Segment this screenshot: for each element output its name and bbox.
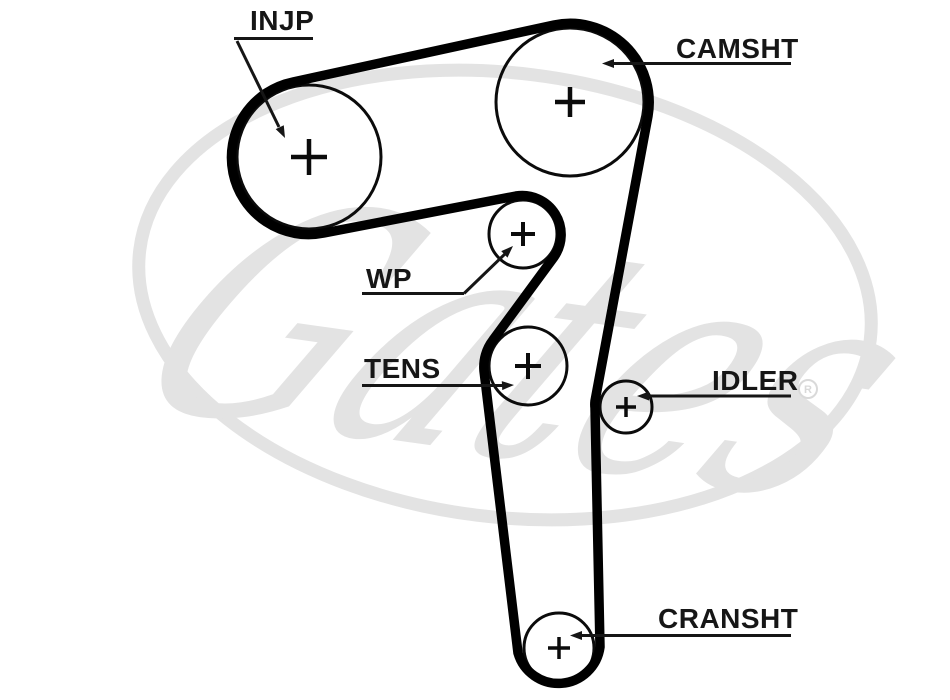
pulley-tens-circle — [487, 325, 569, 407]
pulley-camsht — [494, 26, 646, 178]
gates-watermark: Gates R — [75, 63, 950, 566]
label-camsht: CAMSHT — [602, 33, 799, 68]
pulley-injp — [235, 83, 383, 231]
label-tens: TENS — [362, 353, 514, 391]
label-cransht: CRANSHT — [570, 603, 798, 640]
label-injp: INJP — [234, 5, 314, 138]
pulley-tens — [487, 325, 569, 407]
label-tens-text: TENS — [364, 353, 441, 384]
arrow-head-icon — [637, 391, 649, 401]
label-injp-text: INJP — [250, 5, 314, 36]
leader-line — [235, 40, 281, 128]
pulley-idler — [598, 379, 654, 435]
arrow-head-icon — [570, 631, 582, 640]
arrow-head-icon — [275, 125, 285, 138]
registered-trademark-icon: R — [798, 379, 818, 399]
arrow-head-icon — [602, 59, 614, 68]
leader-line — [462, 250, 509, 295]
watermark-oval — [132, 63, 878, 527]
registered-letter: R — [804, 384, 812, 396]
labels-layer: INJP CAMSHT WP TENS IDLER CRANSHT — [234, 5, 799, 640]
label-camsht-text: CAMSHT — [676, 33, 799, 64]
belt-path — [226, 18, 654, 689]
pulley-injp-circle — [235, 83, 383, 231]
label-cransht-text: CRANSHT — [658, 603, 798, 634]
label-wp: WP — [362, 246, 513, 295]
pulley-idler-circle — [598, 379, 654, 435]
registered-circle — [798, 379, 818, 399]
arrow-head-icon — [501, 381, 514, 391]
label-wp-text: WP — [366, 263, 412, 294]
label-idler-text: IDLER — [712, 365, 799, 396]
arrow-head-icon — [501, 246, 513, 258]
label-idler: IDLER — [637, 365, 799, 401]
